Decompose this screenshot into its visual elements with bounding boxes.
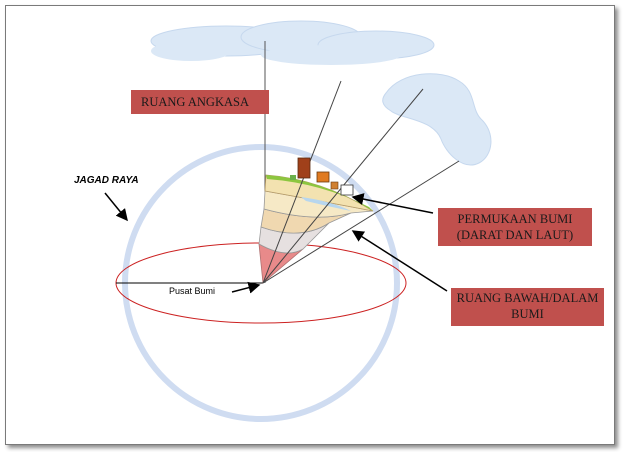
label-ruang-bawah: RUANG BAWAH/DALAM BUMI: [451, 288, 604, 326]
diagram-frame: RUANG ANGKASA PERMUKAAN BUMI (DARAT DAN …: [5, 5, 615, 445]
building-small: [330, 181, 339, 190]
label-ruang-bawah-text: RUANG BAWAH/DALAM BUMI: [456, 291, 599, 321]
building-orange: [316, 171, 330, 183]
label-permukaan-bumi: PERMUKAAN BUMI (DARAT DAN LAUT): [438, 208, 592, 246]
arrow-permukaan: [351, 193, 434, 214]
cloud-right: [382, 73, 492, 166]
label-permukaan-bumi-text: PERMUKAAN BUMI (DARAT DAN LAUT): [456, 212, 574, 242]
arrow-ruang-bawah: [351, 230, 448, 292]
earth-space-diagram: [104, 20, 492, 422]
arrow-pusat-bumi: [231, 281, 261, 294]
label-pusat-bumi: Pusat Bumi: [169, 286, 216, 296]
building-outline: [340, 184, 354, 196]
cloud-top: [150, 20, 435, 65]
label-ruang-angkasa-text: RUANG ANGKASA: [141, 95, 249, 109]
arrow-jagad-raya: [104, 192, 128, 222]
label-jagad-raya: JAGAD RAYA: [74, 175, 139, 186]
tree-green: [290, 175, 296, 180]
building-brown: [297, 157, 311, 179]
label-ruang-angkasa: RUANG ANGKASA: [131, 90, 269, 114]
